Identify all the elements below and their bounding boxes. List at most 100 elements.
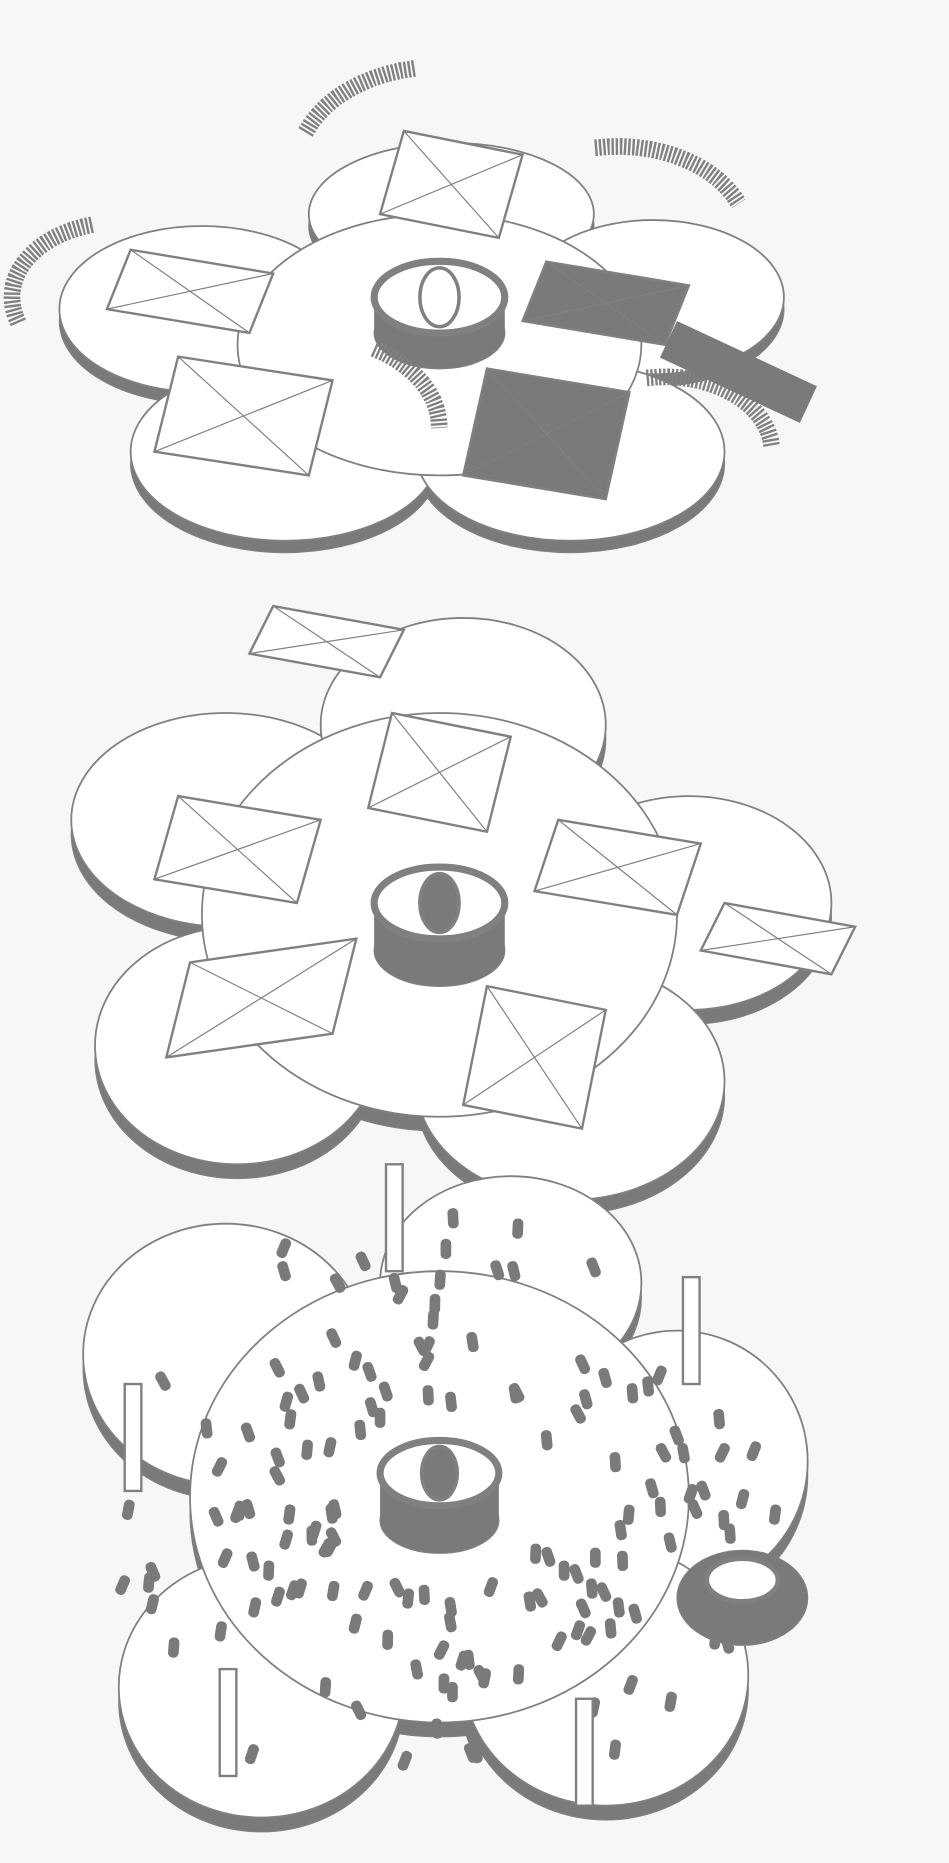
lattice-tower bbox=[218, 1667, 238, 1778]
parked-car bbox=[622, 1504, 635, 1525]
parked-car bbox=[664, 1691, 677, 1712]
parked-car bbox=[211, 1457, 228, 1477]
parked-car bbox=[392, 1285, 409, 1305]
parked-car bbox=[512, 1664, 525, 1685]
parked-car bbox=[580, 1626, 597, 1646]
parked-car bbox=[354, 1419, 367, 1441]
parked-car bbox=[429, 1293, 441, 1315]
parked-car bbox=[444, 1597, 457, 1618]
parked-car bbox=[608, 1739, 621, 1760]
parked-car bbox=[217, 1548, 233, 1569]
parked-car bbox=[145, 1561, 161, 1582]
parked-car bbox=[570, 1620, 586, 1641]
parked-car bbox=[284, 1409, 297, 1430]
parked-car bbox=[271, 1586, 285, 1607]
parked-car bbox=[233, 1500, 246, 1521]
room-diagonal bbox=[462, 391, 630, 476]
core-eye bbox=[418, 266, 461, 329]
parked-car bbox=[652, 1365, 667, 1386]
room-diagonal bbox=[700, 926, 856, 952]
parked-car bbox=[427, 1309, 439, 1330]
curved-ramp bbox=[594, 138, 746, 209]
parked-car bbox=[358, 1580, 373, 1601]
parked-car bbox=[410, 1659, 423, 1680]
parked-car bbox=[604, 1618, 617, 1639]
parked-car bbox=[279, 1529, 294, 1550]
parked-car bbox=[276, 1238, 292, 1259]
parked-car bbox=[326, 1580, 340, 1602]
curved-ramp bbox=[3, 216, 95, 327]
parked-car bbox=[654, 1496, 667, 1518]
ground-level-plan bbox=[82, 1163, 809, 1833]
parked-car bbox=[145, 1594, 159, 1615]
parked-car bbox=[277, 1261, 291, 1282]
parked-car bbox=[364, 1397, 379, 1418]
parked-car bbox=[244, 1744, 259, 1765]
parked-car bbox=[440, 1238, 452, 1260]
parked-car bbox=[469, 1743, 483, 1764]
room-diagonal bbox=[522, 284, 690, 322]
parked-car bbox=[473, 1664, 489, 1685]
parked-car bbox=[323, 1437, 337, 1458]
parked-car bbox=[540, 1430, 553, 1451]
parked-car bbox=[326, 1328, 342, 1348]
parked-car bbox=[586, 1578, 598, 1599]
parked-car bbox=[531, 1588, 548, 1608]
parked-car bbox=[306, 1525, 318, 1546]
lattice-tower bbox=[574, 1697, 594, 1807]
parked-car bbox=[422, 1385, 434, 1406]
parked-car bbox=[645, 1478, 659, 1499]
parked-car bbox=[677, 1443, 690, 1464]
parked-car bbox=[617, 1550, 629, 1571]
parked-car bbox=[279, 1391, 294, 1412]
parked-car bbox=[614, 1520, 627, 1541]
parked-car bbox=[445, 1391, 457, 1412]
lattice-tower bbox=[384, 1163, 404, 1273]
room-diagonal bbox=[249, 629, 404, 655]
parked-car bbox=[512, 1218, 524, 1239]
parked-car bbox=[598, 1367, 612, 1388]
parked-car bbox=[746, 1441, 762, 1462]
room-diagonal bbox=[534, 843, 701, 892]
parked-car bbox=[397, 1750, 413, 1771]
parked-car bbox=[623, 1674, 638, 1695]
parked-car bbox=[523, 1591, 537, 1612]
upper-level-plan bbox=[3, 60, 817, 554]
room-diagonal bbox=[367, 736, 511, 809]
parked-car bbox=[687, 1499, 703, 1519]
parked-car bbox=[348, 1350, 362, 1371]
parked-car bbox=[541, 1546, 556, 1567]
core-eye bbox=[419, 1444, 460, 1502]
parked-car bbox=[168, 1637, 180, 1658]
parked-car bbox=[263, 1560, 275, 1581]
parked-car bbox=[418, 1584, 430, 1606]
parked-car bbox=[575, 1598, 591, 1619]
parked-car bbox=[596, 1582, 612, 1602]
parked-car bbox=[348, 1613, 362, 1634]
middle-level-plan bbox=[70, 604, 857, 1215]
room-diagonal bbox=[379, 154, 523, 215]
parked-car bbox=[447, 1682, 458, 1703]
parked-car bbox=[444, 1612, 457, 1633]
parked-car bbox=[589, 1547, 601, 1568]
parked-car bbox=[248, 1597, 262, 1618]
parked-car bbox=[626, 1383, 639, 1404]
parked-car bbox=[322, 1537, 338, 1558]
parked-car bbox=[382, 1629, 394, 1650]
parked-car bbox=[669, 1425, 684, 1446]
curved-ramp bbox=[298, 60, 417, 137]
lattice-tower bbox=[681, 1275, 701, 1386]
parked-car bbox=[431, 1718, 443, 1739]
curved-ramp bbox=[645, 368, 780, 448]
parked-car bbox=[466, 1331, 479, 1353]
parked-car bbox=[507, 1261, 521, 1282]
room-diagonal bbox=[154, 379, 333, 453]
parked-car bbox=[362, 1361, 377, 1382]
parked-car bbox=[434, 1269, 446, 1290]
parked-car bbox=[724, 1523, 736, 1544]
parked-car bbox=[655, 1443, 672, 1463]
parked-car bbox=[240, 1422, 256, 1443]
parked-car bbox=[418, 1351, 435, 1372]
core-eye bbox=[418, 871, 461, 935]
